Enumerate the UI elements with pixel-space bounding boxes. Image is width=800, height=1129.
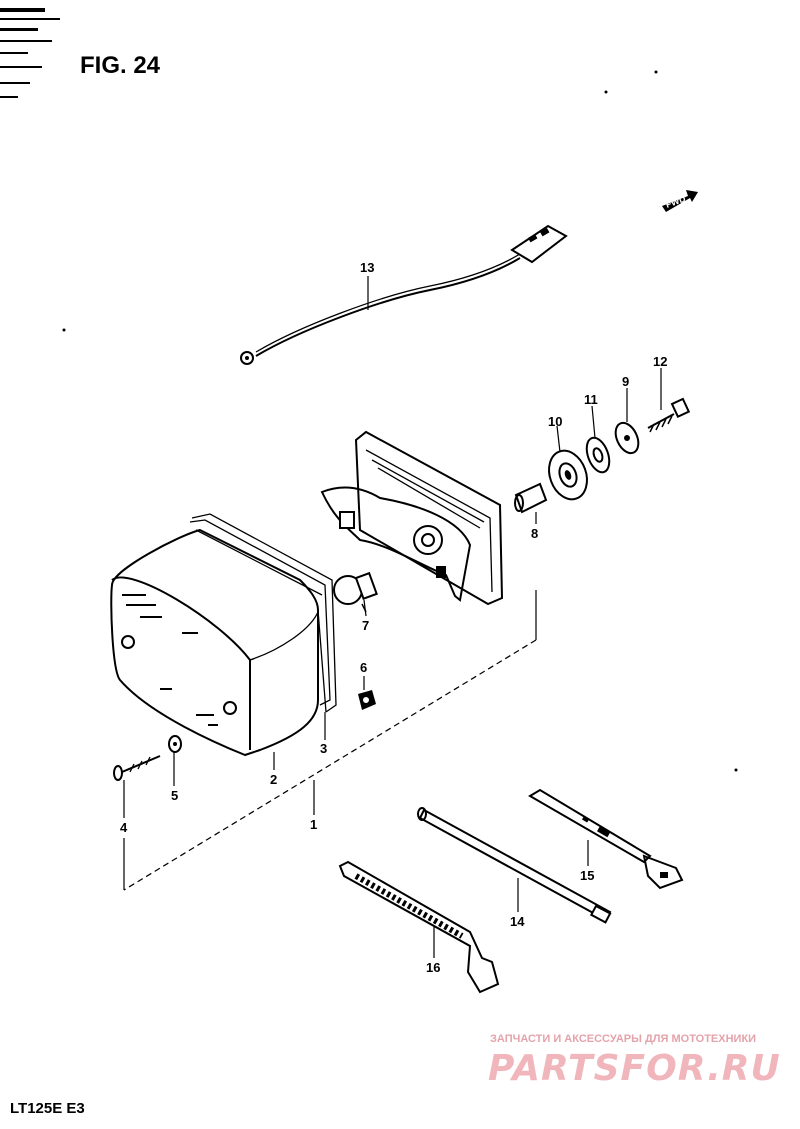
callout-15: 15 [580, 868, 594, 883]
washer-5 [168, 735, 182, 753]
figure-label: FIG. 24 [80, 52, 161, 79]
callout-11: 11 [584, 392, 598, 407]
callout-14: 14 [510, 914, 525, 929]
callout-8: 8 [531, 526, 538, 541]
callout-2: 2 [270, 772, 277, 787]
callout-5: 5 [171, 788, 178, 803]
washer-9 [614, 421, 640, 455]
washer-11 [585, 436, 611, 474]
callout-3: 3 [320, 741, 327, 756]
callout-16: 16 [426, 960, 440, 975]
screw-4 [113, 755, 161, 781]
clip-6 [358, 690, 376, 710]
gasket-3 [191, 513, 337, 713]
tail-lamp-lens-2 [110, 519, 331, 757]
callout-numbers: 1 2 3 4 5 6 7 8 9 10 11 12 13 14 15 16 [120, 260, 667, 975]
model-code: LT125E E3 [10, 1100, 85, 1117]
callout-4: 4 [120, 820, 128, 835]
forward-direction-arrow: FWD [662, 190, 698, 212]
callout-6: 6 [360, 660, 367, 675]
strap-14 [417, 807, 612, 924]
callout-1: 1 [310, 817, 317, 832]
callout-12: 12 [653, 354, 667, 369]
watermark-brand: PARTSFOR.RU [488, 1048, 781, 1089]
callout-10: 10 [548, 414, 562, 429]
grommet-10 [548, 449, 588, 501]
collar-8 [514, 482, 548, 514]
callout-13: 13 [360, 260, 374, 275]
callout-7: 7 [362, 618, 369, 633]
scan-noise [0, 8, 738, 772]
bulb-7 [333, 571, 378, 613]
wire-lead-13 [240, 224, 568, 365]
watermark-subtitle: ЗАПЧАСТИ И АКСЕССУАРЫ ДЛЯ МОТОТЕХНИКИ [490, 1033, 757, 1045]
lamp-base-housing [320, 430, 504, 606]
fwd-text: FWD [664, 193, 687, 210]
callout-9: 9 [622, 374, 629, 389]
strap-15 [528, 788, 684, 890]
bolt-12 [647, 397, 691, 433]
cable-tie-16 [338, 860, 500, 994]
leader-lines [123, 276, 662, 958]
